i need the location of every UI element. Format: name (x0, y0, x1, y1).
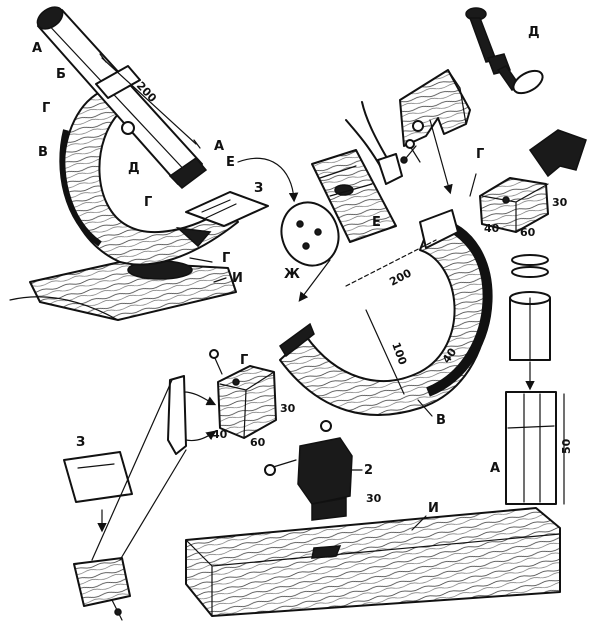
c-arm-part: 200 100 40 В (279, 209, 493, 428)
mirror-block-part (73, 557, 131, 621)
label-A-objective: А (214, 139, 224, 154)
mirror-bracket-part (167, 375, 217, 455)
label-A-eyepiece: А (32, 41, 42, 56)
block-left: Г 30 40 60 (209, 349, 296, 449)
diaphragm-disk: Ж (280, 201, 340, 282)
label-Zh-disk: Ж (284, 267, 300, 282)
stage-plate-part: Е (311, 149, 397, 243)
mirror (175, 226, 212, 248)
label-A-tube: А (490, 461, 500, 476)
tube-dim-line (101, 57, 197, 145)
label-D-knob: Д (528, 25, 540, 40)
plate-arrow (298, 259, 331, 302)
arc-outer-dim: 200 (387, 266, 414, 288)
block-top-d-dim: 40 (484, 222, 500, 235)
mirror-glass-part: З (63, 435, 133, 533)
block-left-d-dim: 40 (212, 428, 228, 441)
block-top-h-dim: 30 (552, 196, 568, 209)
assembled-microscope: 200 А Б Г В Д А Е З Г Г И (9, 6, 269, 321)
mirror-assembly-line (91, 379, 173, 561)
label-Z-mirror: З (76, 435, 85, 450)
eyepiece-tube (36, 6, 208, 189)
label-G-stage: Г (144, 195, 152, 210)
holder-part-2: 2 30 (264, 420, 382, 521)
label-E-stage: Е (226, 155, 235, 170)
label-G-block-top: Г (476, 147, 484, 162)
label-G-foot: Г (222, 251, 230, 266)
stage-clips (201, 199, 237, 219)
arc-inner-dim: 100 (389, 341, 409, 367)
label-E-plate: Е (372, 215, 381, 230)
base-shadow (9, 296, 119, 321)
label-Z-stage: З (254, 181, 263, 196)
tube-height-dim: 50 (560, 438, 573, 454)
stage-arrow (237, 157, 299, 203)
c-arm-dark-edge (59, 129, 102, 247)
focus-screw (121, 121, 135, 135)
block-left-h-dim: 30 (280, 402, 296, 415)
holder-h-dim: 30 (366, 492, 382, 505)
label-B-tube: Б (56, 67, 66, 82)
tube-parts: 50 А (490, 254, 573, 505)
label-I-board: И (428, 501, 439, 516)
block-left-w-dim: 60 (250, 436, 266, 449)
label-G-block-left: Г (240, 353, 248, 368)
label-G-clamp: Г (42, 101, 50, 116)
focus-knob-part: Д (465, 7, 544, 95)
label-I-base: И (232, 271, 243, 286)
block-top-w-dim: 60 (520, 226, 536, 239)
tube-clamp-bracket (399, 69, 471, 164)
stage-clip-part (345, 101, 421, 185)
base-board-part: И (185, 501, 561, 617)
bracket-arrow (429, 119, 453, 195)
mirror-assembly-line-2 (119, 449, 187, 561)
label-D-screw: Д (128, 161, 140, 176)
label-V-arm: В (38, 145, 48, 160)
label-V-carm: В (436, 413, 446, 428)
block-top-right: Г 30 40 60 (469, 129, 587, 239)
stage-plate (185, 191, 269, 227)
label-2-holder: 2 (364, 463, 373, 478)
